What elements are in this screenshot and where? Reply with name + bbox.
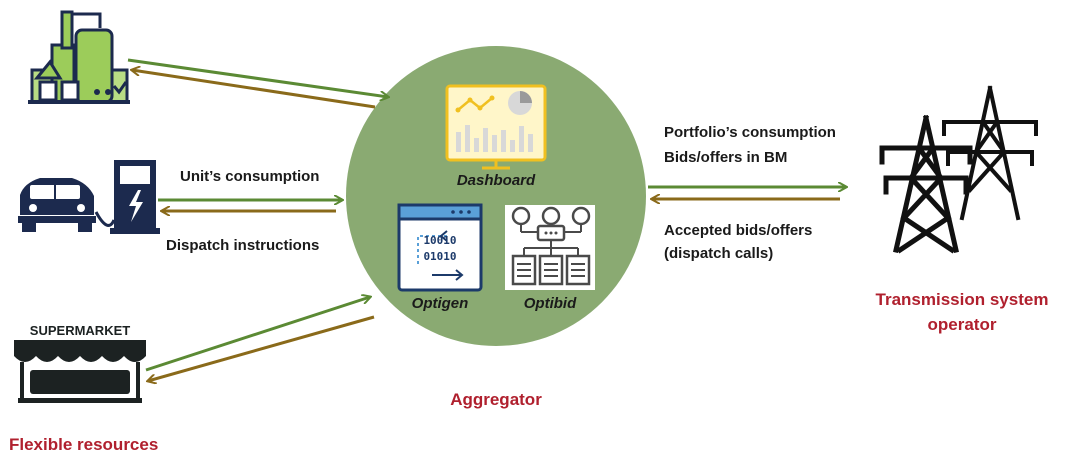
label-portfolio-consumption: Portfolio’s consumption <box>664 124 836 141</box>
label-optigen: Optigen <box>411 295 469 312</box>
optigen-binary-line-1: 10010 <box>423 234 457 247</box>
label-accepted-bids: Accepted bids/offers <box>664 222 813 239</box>
tso-title-line-1: Transmission system <box>875 290 1049 309</box>
supermarket-icon <box>14 340 146 403</box>
optigen-binary-line-2: 01010 <box>423 250 457 263</box>
factory-icon <box>28 10 130 104</box>
label-units-consumption: Unit’s consumption <box>180 168 320 185</box>
arrow-factory-to-aggregator <box>127 58 388 97</box>
optigen-icon <box>397 203 483 292</box>
label-dashboard: Dashboard <box>456 172 536 189</box>
aggregator-title: Aggregator <box>450 390 542 409</box>
arrow-aggregator-to-supermarket <box>148 315 375 381</box>
flexible-resources-title: Flexible resources <box>9 435 159 454</box>
ev-charger-icon <box>18 160 160 234</box>
label-optibid: Optibid <box>523 295 577 312</box>
label-dispatch-calls: (dispatch calls) <box>664 245 774 262</box>
transmission-tower-icon <box>879 85 1038 254</box>
arrow-supermarket-to-aggregator <box>145 297 370 372</box>
label-dispatch-instructions: Dispatch instructions <box>166 237 320 254</box>
optibid-icon <box>505 205 595 290</box>
dashboard-icon <box>445 84 547 170</box>
supermarket-sign: SUPERMARKET <box>29 323 131 338</box>
label-bids-offers: Bids/offers in BM <box>664 149 788 166</box>
tso-title-line-2: operator <box>927 315 997 334</box>
arrow-aggregator-to-factory <box>132 70 376 109</box>
